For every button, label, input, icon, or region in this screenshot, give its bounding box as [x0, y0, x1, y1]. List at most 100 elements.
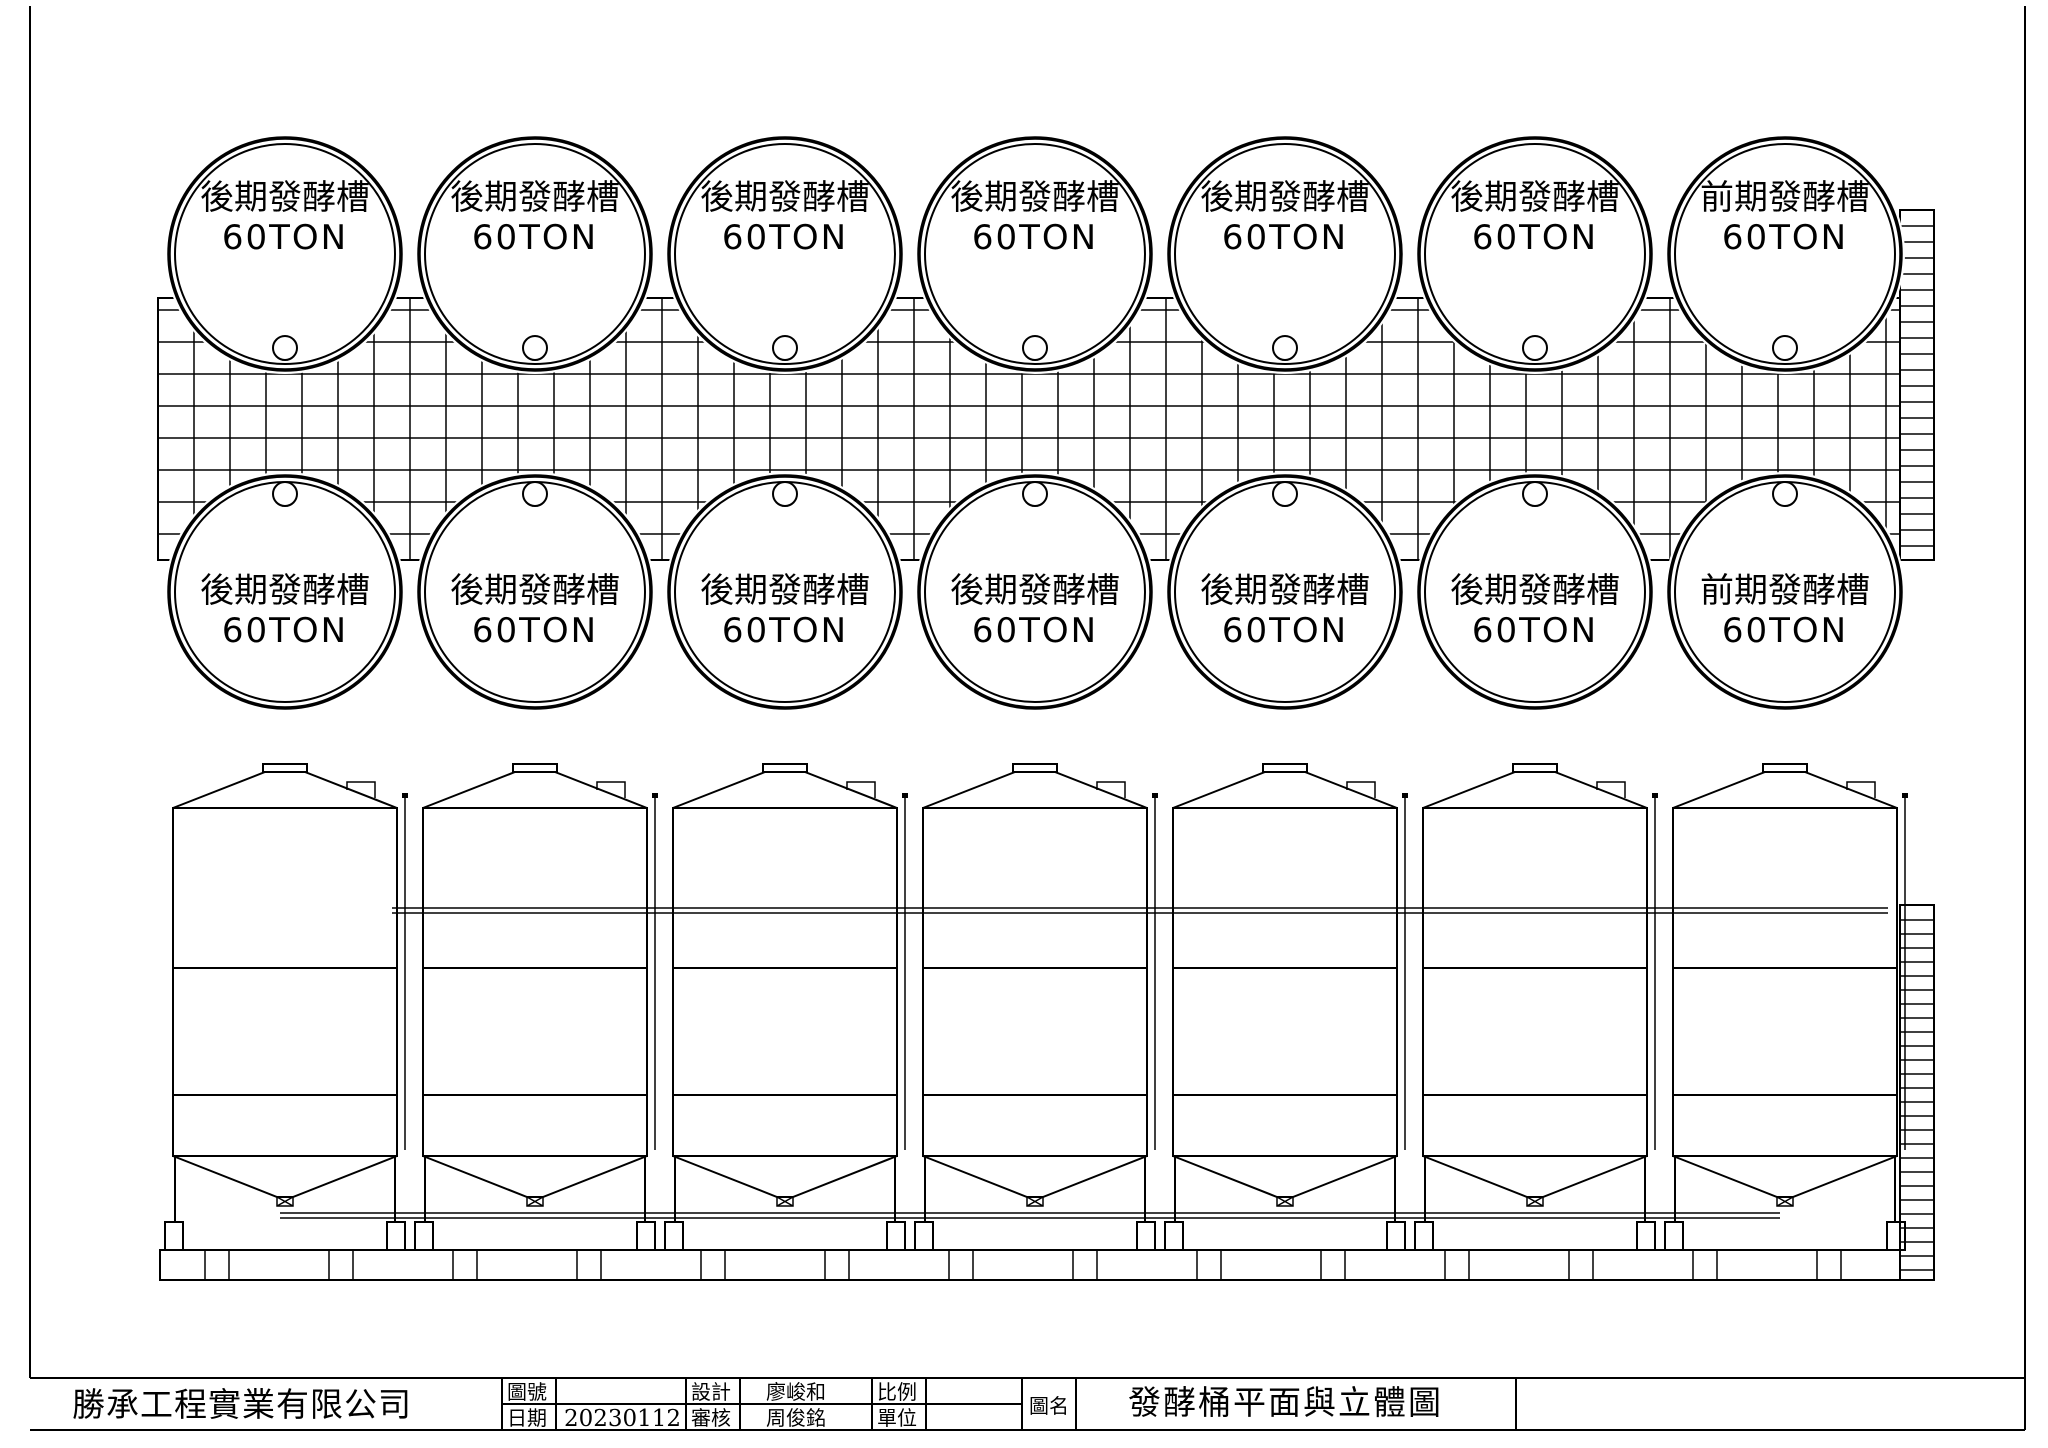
vent-pipe: [596, 781, 626, 798]
tank-body: [922, 807, 1148, 1157]
leg-pedestal: [1886, 1221, 1906, 1251]
bottom-valve-body: [776, 1196, 794, 1207]
vent-pipe: [1096, 781, 1126, 798]
tank-capacity: 60TON: [1222, 218, 1348, 258]
tank-cone-top: [922, 771, 1148, 809]
tank-name: 後期發酵槽: [450, 178, 620, 218]
elevation-pipework: [280, 907, 1888, 1219]
drawing-name: 發酵桶平面與立體圖: [1128, 1383, 1443, 1422]
slab-hatch-block: [452, 1249, 478, 1281]
tank-outer-ring: [1417, 136, 1653, 372]
vent-pipe: [346, 781, 376, 798]
manhole-circle: [1272, 335, 1298, 361]
leg-pedestal: [1386, 1221, 1406, 1251]
slab-hatch-block: [1072, 1249, 1098, 1281]
tank-cone-bottom: [422, 1155, 648, 1198]
tank-cone-bottom: [1422, 1155, 1648, 1198]
bottom-valve: [526, 1196, 544, 1207]
tank-capacity: 60TON: [972, 218, 1098, 258]
leg-pedestal: [914, 1221, 934, 1251]
elevation-tank-6: [1414, 763, 1658, 1251]
tank-outer-ring: [917, 474, 1153, 710]
manhole-circle: [1022, 481, 1048, 507]
riser-cap: [402, 793, 408, 798]
tank-cone-top: [1172, 771, 1398, 809]
elevation-tank-7: [1664, 763, 1908, 1251]
tank-name: 前期發酵槽: [1700, 178, 1870, 218]
tank-cone-top: [672, 771, 898, 809]
date-value: 20230112: [564, 1406, 681, 1432]
bottom-valve: [1026, 1196, 1044, 1207]
tank-cone-top: [1672, 771, 1898, 809]
tank-name: 後期發酵槽: [1200, 571, 1370, 611]
elevation-view: [159, 763, 1935, 1281]
tank-cone-bottom: [1672, 1155, 1898, 1198]
tank-shell: [424, 143, 646, 365]
tank-body: [1422, 807, 1648, 1157]
tank-capacity: 60TON: [722, 611, 848, 651]
tank-body: [1672, 807, 1898, 1157]
elevation-tank-1: [164, 763, 408, 1251]
vent-pipe: [846, 781, 876, 798]
design-label: 設計: [691, 1380, 731, 1404]
manhole-circle: [1272, 481, 1298, 507]
tank-outer-ring: [1167, 136, 1403, 372]
tank-capacity: 60TON: [472, 218, 598, 258]
tank-shell: [924, 143, 1146, 365]
tank-outer-ring: [917, 136, 1153, 372]
manhole-circle: [1522, 335, 1548, 361]
tank-name: 後期發酵槽: [950, 571, 1120, 611]
vent-pipe: [1596, 781, 1626, 798]
tank-outer-ring: [1667, 136, 1903, 372]
tank-capacity: 60TON: [722, 218, 848, 258]
bottom-valve-body: [526, 1196, 544, 1207]
manhole-circle: [522, 481, 548, 507]
tank-outer-ring: [167, 136, 403, 372]
tank-name: 後期發酵槽: [450, 571, 620, 611]
plan-ladder: [1899, 209, 1935, 561]
bottom-valve-body: [1276, 1196, 1294, 1207]
elevation-tank-5: [1164, 763, 1408, 1251]
leg-pedestal: [1636, 1221, 1656, 1251]
manhole-circle: [1522, 481, 1548, 507]
tank-capacity: 60TON: [222, 218, 348, 258]
riser-cap: [1152, 793, 1158, 798]
riser-cap: [652, 793, 658, 798]
reviewer-name: 周俊銘: [766, 1406, 826, 1430]
elevation-tanks: [164, 763, 1908, 1251]
tank-name: 前期發酵槽: [1700, 571, 1870, 611]
manhole-circle: [522, 335, 548, 361]
slab-hatch-block: [948, 1249, 974, 1281]
elevation-tank-2: [414, 763, 658, 1251]
top-manway: [262, 763, 308, 773]
slab-outline: [159, 1249, 1901, 1281]
tank-outer-ring: [1167, 474, 1403, 710]
bottom-valve: [276, 1196, 294, 1207]
tank-name: 後期發酵槽: [1450, 571, 1620, 611]
tank-cone-bottom: [172, 1155, 398, 1198]
tank-body: [172, 807, 398, 1157]
drawing-name-label: 圖名: [1029, 1394, 1069, 1418]
manhole-circle: [1022, 335, 1048, 361]
manhole-circle: [772, 335, 798, 361]
top-manway: [1512, 763, 1558, 773]
riser-cap: [902, 793, 908, 798]
bottom-valve: [1276, 1196, 1294, 1207]
tank-shell: [1424, 143, 1646, 365]
bottom-valve-body: [276, 1196, 294, 1207]
company-name: 勝承工程實業有限公司: [72, 1385, 412, 1424]
leg-pedestal: [664, 1221, 684, 1251]
manhole-circle: [1772, 335, 1798, 361]
scale-label: 比例: [877, 1380, 917, 1404]
top-manway: [762, 763, 808, 773]
bottom-valve-body: [1026, 1196, 1044, 1207]
tank-name: 後期發酵槽: [1450, 178, 1620, 218]
